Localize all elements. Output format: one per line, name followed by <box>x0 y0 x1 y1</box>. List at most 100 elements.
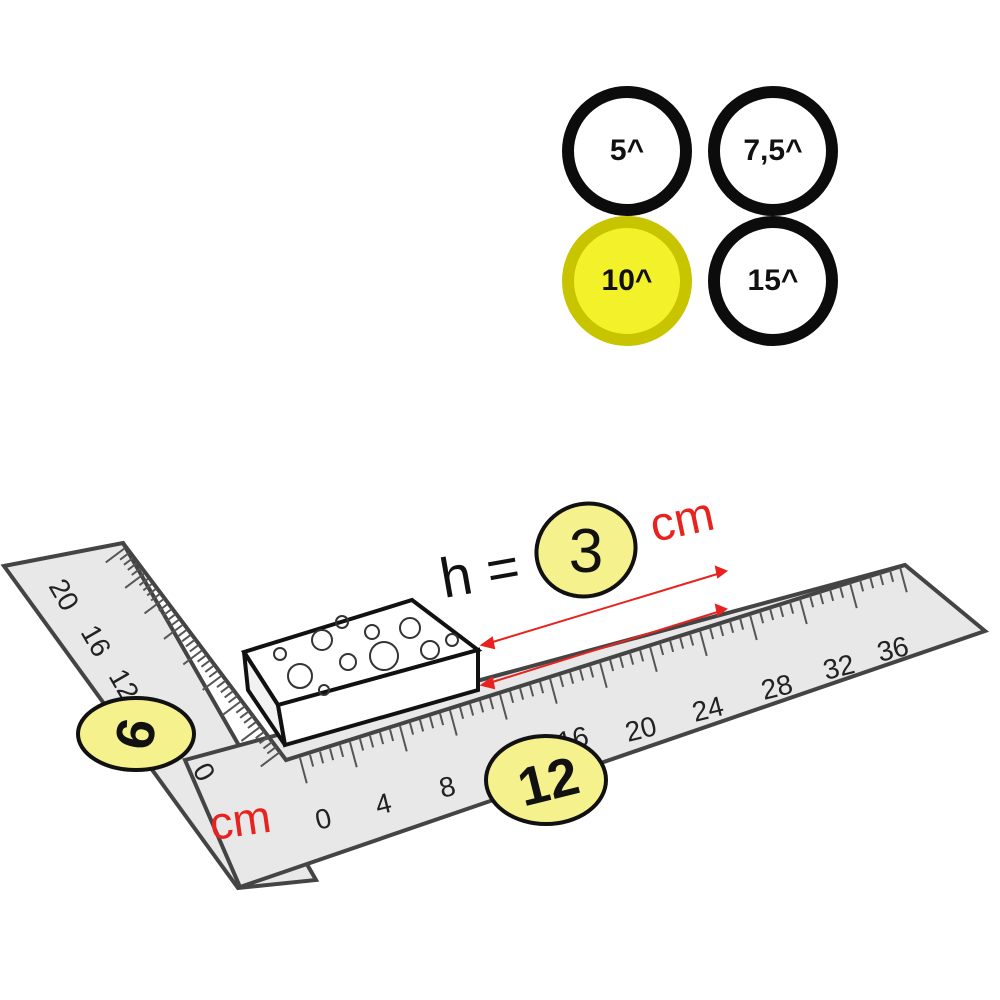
ruler-tick <box>609 659 615 672</box>
ruler-tick <box>549 678 558 704</box>
ruler-tick <box>389 729 395 742</box>
ruler-tick <box>409 722 415 735</box>
left-ruler-ticks <box>105 547 281 768</box>
ruler-tick <box>709 627 715 640</box>
ruler-tick <box>247 720 258 729</box>
ruler-tick <box>639 649 645 662</box>
ruler-tick <box>162 608 173 617</box>
ruler-tick <box>429 716 435 729</box>
ruler-unit-label: cm <box>206 790 274 850</box>
ruler-tick <box>221 700 242 717</box>
ruler-tick <box>204 664 215 673</box>
ruler-tick <box>439 713 445 726</box>
ruler-tick <box>349 741 358 768</box>
ruler-tick <box>169 618 180 627</box>
ruler-tick <box>629 652 635 665</box>
ruler-tick <box>849 582 858 609</box>
ruler-tick <box>119 552 130 561</box>
ruler-tick <box>789 601 795 614</box>
ruler-tick <box>239 710 250 719</box>
ruler-tick <box>299 757 308 784</box>
front-ruler-ticks <box>299 566 908 784</box>
ruler-tick <box>309 754 315 767</box>
ruler-tick <box>589 665 595 678</box>
ruler-tick <box>181 633 192 643</box>
ruler-tick <box>539 681 545 694</box>
ruler-tick <box>243 715 254 724</box>
h-value-badge: 3 <box>534 501 638 599</box>
ruler-tick <box>649 646 658 673</box>
ruler-tick <box>799 598 808 625</box>
h-label: h = <box>435 534 524 610</box>
dimension-lines <box>479 565 729 690</box>
ruler-tick <box>499 694 508 720</box>
ruler-tick <box>227 695 238 704</box>
ruler-tick <box>729 620 735 634</box>
ruler-tick <box>899 566 908 593</box>
ruler-number: 24 <box>689 690 727 728</box>
ruler-tick <box>699 630 708 657</box>
ruler-tick <box>258 735 269 745</box>
ruler-tick <box>739 617 745 630</box>
ruler-tick <box>202 674 223 691</box>
ruler-tick <box>123 557 134 566</box>
h-value: 3 <box>569 517 603 586</box>
ruler-tick <box>158 603 169 612</box>
ruler-tick <box>143 598 165 615</box>
ruler-tick <box>339 745 345 758</box>
ruler-tick <box>208 669 219 678</box>
ruler-tick <box>719 624 725 637</box>
ruler-tick <box>839 585 845 598</box>
ruler-tick <box>359 738 365 751</box>
ruler-tick <box>127 562 138 571</box>
ruler-number: 20 <box>622 710 660 748</box>
ruler-tick <box>569 671 575 684</box>
ruler-tick <box>138 577 149 587</box>
ruler-tick <box>150 593 161 602</box>
ruler-tick <box>216 679 227 689</box>
ruler-tick <box>142 582 153 592</box>
ruler-tick <box>469 703 475 716</box>
ruler-tick <box>529 684 535 697</box>
ruler-tick <box>689 633 695 646</box>
ruler-tick <box>163 623 184 640</box>
ruler-number: 8 <box>436 770 459 804</box>
ruler-tick <box>779 604 785 618</box>
ruler-tick <box>124 572 145 589</box>
ruler-number: 28 <box>758 668 796 706</box>
ruler-tick <box>165 613 176 622</box>
side-length-badge: 6 <box>76 696 196 772</box>
ruler-tick <box>182 649 204 666</box>
ruler-tick <box>659 643 665 656</box>
ruler-tick <box>399 725 408 752</box>
ruler-tick <box>859 579 865 592</box>
ruler-tick <box>449 709 458 736</box>
h-unit: cm <box>645 488 719 553</box>
ruler-number: 0 <box>312 802 335 836</box>
ruler-tick <box>329 748 335 761</box>
ruler-tick <box>599 662 608 688</box>
ruler-tick <box>509 690 515 704</box>
ruler-tick <box>319 751 325 764</box>
ruler-tick <box>819 592 825 605</box>
ruler-tick <box>220 684 231 694</box>
ruler-tick <box>177 628 188 638</box>
ruler-tick <box>185 638 196 648</box>
ruler-inner-edge <box>121 541 906 763</box>
ruler-number: 36 <box>874 630 912 668</box>
ruler-tick <box>189 644 200 653</box>
ruler-tick <box>224 689 235 699</box>
ruler-tick <box>266 746 277 755</box>
ruler-tick <box>559 674 565 688</box>
ruler-tick <box>579 668 585 681</box>
ruler-number: 32 <box>820 648 858 686</box>
ruler-tick <box>200 659 211 668</box>
ruler-tick <box>262 740 273 750</box>
ruler-tick <box>240 725 262 742</box>
ruler-number: 4 <box>372 787 395 821</box>
ruler-tick <box>769 608 775 621</box>
ruler-tick <box>669 639 675 653</box>
ruler-tick <box>679 636 685 649</box>
ruler-tick <box>749 614 758 641</box>
